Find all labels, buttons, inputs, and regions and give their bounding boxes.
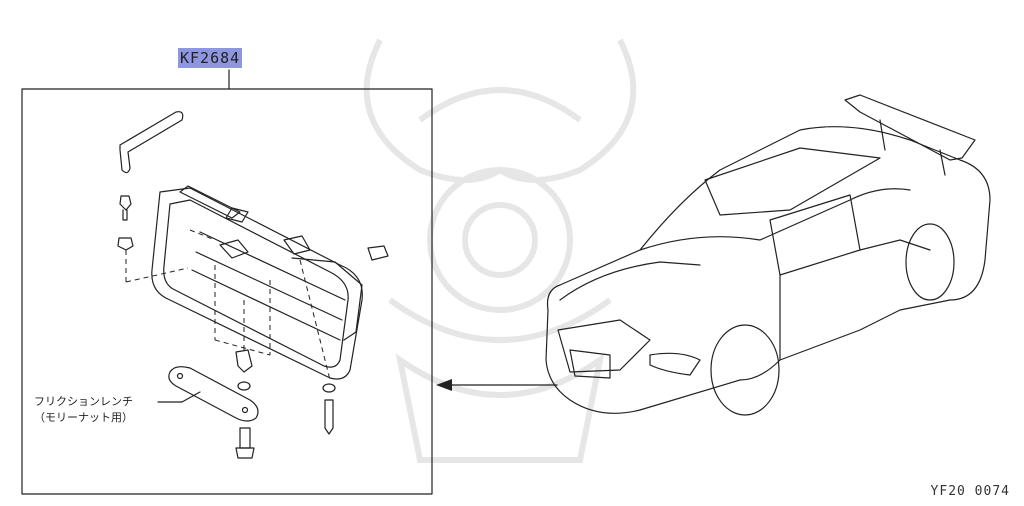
direction-arrow bbox=[436, 379, 558, 391]
kit-frame bbox=[21, 88, 433, 495]
friction-wrench bbox=[168, 366, 259, 422]
screw-bottom-left bbox=[235, 427, 255, 459]
friction-wrench-callout: フリクションレンチ （モリーナット用） bbox=[34, 394, 133, 426]
bolt-left bbox=[117, 195, 189, 283]
reference-code: YF20 0074 bbox=[930, 484, 1010, 499]
callout-line-2: （モリーナット用） bbox=[34, 411, 133, 424]
wrench-hole bbox=[241, 406, 249, 414]
callout-leader bbox=[181, 391, 201, 403]
callout-line-1: フリクションレンチ bbox=[34, 395, 133, 408]
car-illustration bbox=[545, 94, 991, 416]
grille-frame bbox=[151, 185, 389, 381]
hex-wrench bbox=[119, 111, 184, 174]
screw-bottom-right bbox=[322, 383, 336, 435]
part-number-text: KF2684 bbox=[180, 49, 241, 67]
clip-middle bbox=[235, 300, 253, 391]
watermark-emblem bbox=[363, 38, 637, 463]
part-number-label: KF2684 bbox=[178, 48, 242, 68]
wrench-hole bbox=[176, 372, 184, 380]
